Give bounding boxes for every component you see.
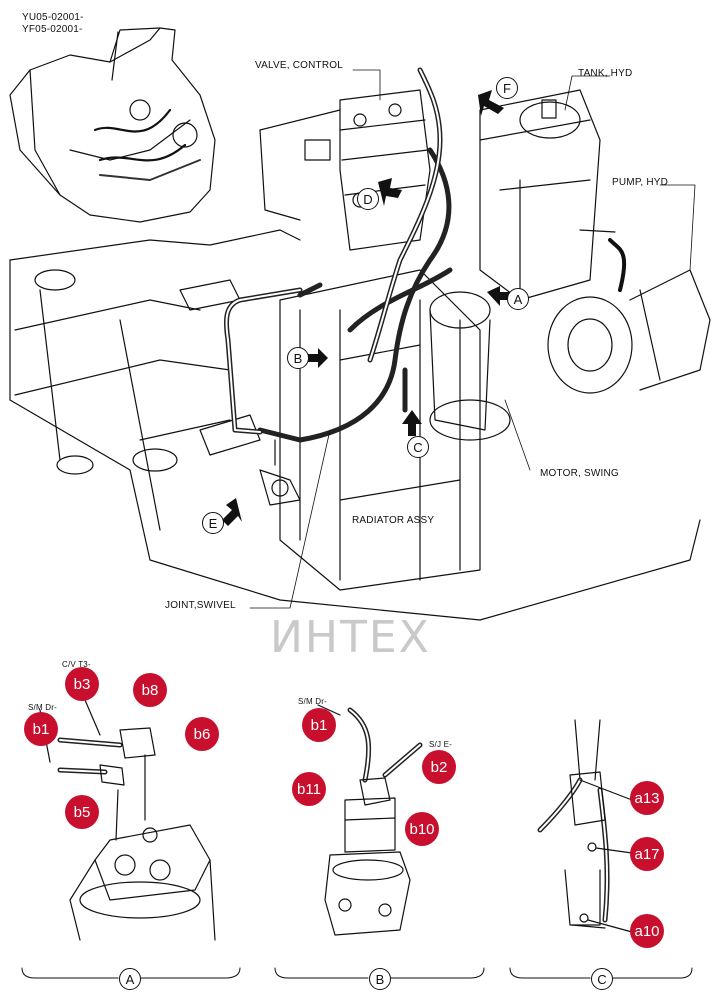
callout-a17: a17 <box>630 837 664 871</box>
port-label-sj-e: S/J E- <box>429 740 452 749</box>
callout-b5: b5 <box>65 795 99 829</box>
callout-b2: b2 <box>422 750 456 784</box>
label-radiator-assy: RADIATOR ASSY <box>352 515 435 526</box>
swing-motor <box>429 291 511 441</box>
arrow-d <box>378 178 402 206</box>
label-valve-control: VALVE, CONTROL <box>255 60 344 71</box>
callout-b11: b11 <box>292 772 326 806</box>
callout-a13: a13 <box>630 781 664 815</box>
hydraulic-tank <box>479 89 601 301</box>
callout-a10: a10 <box>630 914 664 948</box>
section-brackets <box>21 967 693 979</box>
view-letter-c: C <box>407 436 429 458</box>
label-pump-hyd: PUMP, HYD <box>612 177 669 188</box>
label-motor-swing: MOTOR, SWING <box>540 468 619 479</box>
view-letter-a: A <box>507 288 529 310</box>
inset-excavator-thumbnail <box>9 27 216 223</box>
arrow-a <box>487 286 512 306</box>
arrow-e <box>222 498 242 526</box>
label-joint-swivel: JOINT,SWIVEL <box>165 600 236 611</box>
detail-c-drawing <box>537 719 633 933</box>
watermark-text: ИНТЕХ <box>270 612 431 663</box>
port-label-sm-dr-a: S/M Dr- <box>28 703 57 712</box>
port-label-sm-dr-b: S/M Dr- <box>298 697 327 706</box>
view-letter-f: F <box>496 77 518 99</box>
section-letter-c: C <box>591 968 613 990</box>
section-letter-b: B <box>369 968 391 990</box>
swivel-joint-fittings <box>259 439 301 506</box>
callout-b1-b: b1 <box>302 708 336 742</box>
arrow-c <box>402 410 422 436</box>
callout-b1-a: b1 <box>24 712 58 746</box>
detail-b-drawing <box>317 704 423 936</box>
label-tank-hyd: TANK, HYD <box>578 68 633 79</box>
control-valve-block <box>259 89 431 251</box>
hoses <box>224 67 453 443</box>
arrow-f <box>478 90 504 116</box>
port-label-cv-t3: C/V T3- <box>62 660 91 669</box>
section-letter-a: A <box>119 968 141 990</box>
callout-b8: b8 <box>133 673 167 707</box>
hydraulic-pump <box>547 229 711 394</box>
callout-b10: b10 <box>405 812 439 846</box>
model-code-2: YF05-02001- <box>22 24 83 35</box>
view-letter-b: B <box>287 347 309 369</box>
view-letter-e: E <box>202 512 224 534</box>
chassis-frame <box>9 229 701 621</box>
callout-b3: b3 <box>65 667 99 701</box>
arrow-b <box>306 348 328 368</box>
detail-a-drawing <box>39 699 216 941</box>
callout-b6: b6 <box>185 717 219 751</box>
view-letter-d: D <box>357 188 379 210</box>
model-code-1: YU05-02001- <box>22 12 84 23</box>
radiator <box>279 269 481 591</box>
